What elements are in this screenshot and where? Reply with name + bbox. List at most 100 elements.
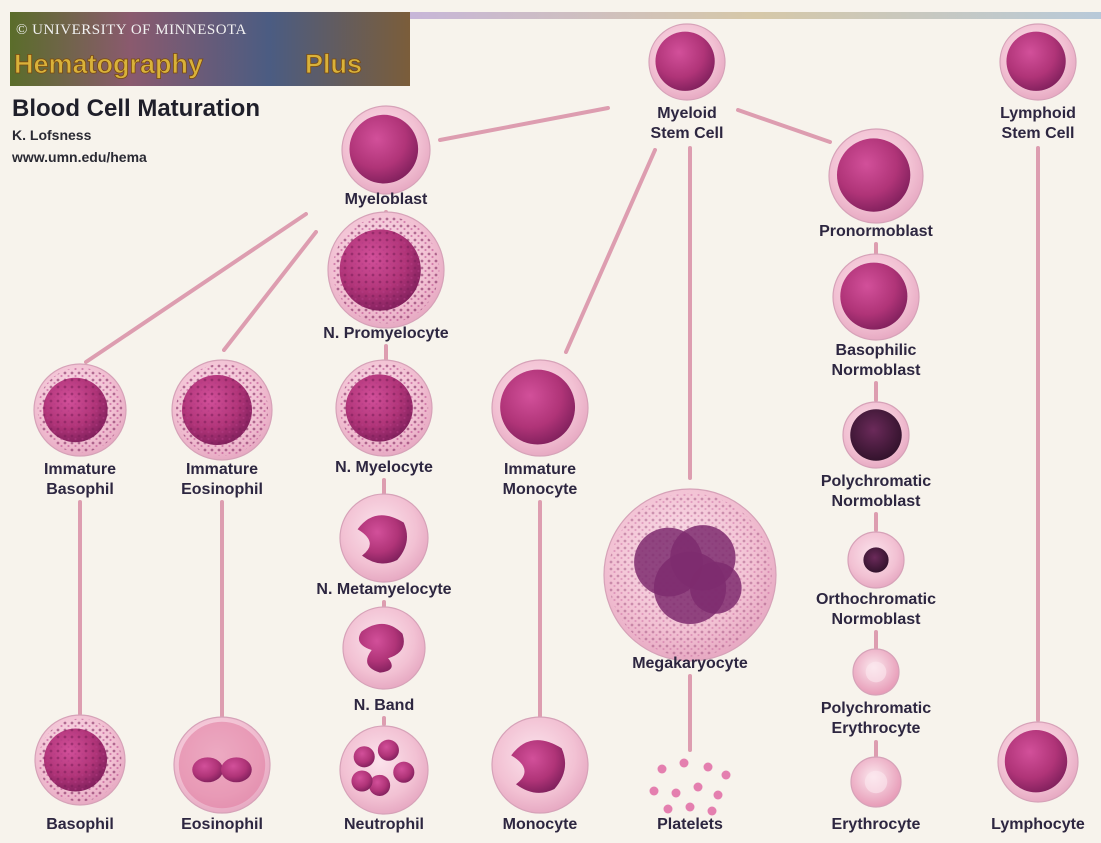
cell-n-metamyelocyte: N. Metamyelocyte (316, 494, 451, 598)
cell-basophilic-normoblast: BasophilicNormoblast (832, 254, 922, 379)
cell-layer: MyeloidStem CellLymphoidStem CellMyelobl… (34, 24, 1085, 833)
platelet-fragment (650, 787, 659, 796)
platelet-fragment (694, 783, 703, 792)
platelet-fragments-icon (650, 759, 731, 816)
cell-basophil: Basophil (35, 715, 125, 833)
platelet-fragment (714, 791, 723, 800)
cell-body (340, 726, 428, 814)
nucleus-lobe (351, 770, 372, 791)
cell-label: Polychromatic (821, 700, 931, 717)
banner-product-suffix: Plus (305, 49, 362, 79)
round-nucleus-cell-icon (342, 106, 430, 194)
cell-n-myelocyte: N. Myelocyte (335, 360, 433, 476)
cell-n-promyelocyte: N. Promyelocyte (323, 212, 448, 342)
cell-granules (179, 722, 265, 808)
cell-granules (333, 217, 440, 324)
platelet-fragment (680, 759, 689, 768)
cell-nucleus (837, 138, 910, 211)
round-nucleus-cell-icon (829, 129, 923, 223)
cell-label: Lymphocyte (991, 816, 1085, 833)
cell-label: Erythrocyte (832, 816, 921, 833)
cell-label: Normoblast (832, 362, 922, 379)
nucleus-lobe (393, 762, 414, 783)
nucleus-lobe (690, 562, 742, 614)
cell-label: Basophil (46, 816, 114, 833)
large-lobed-cell-icon (604, 489, 776, 661)
platelet-fragment (704, 763, 713, 772)
cell-label: Stem Cell (651, 125, 724, 142)
cell-label: Monocyte (503, 481, 578, 498)
cell-label: Stem Cell (1002, 125, 1075, 142)
platelet-fragment (722, 771, 731, 780)
round-nucleus-cell-icon (492, 360, 588, 456)
granular-cell-icon (172, 360, 272, 460)
round-nucleus-cell-icon (833, 254, 919, 340)
anucleate-cell-icon (853, 649, 899, 695)
anucleate-cell-icon (851, 757, 901, 807)
cell-label: Pronormoblast (819, 223, 933, 240)
cell-neutrophil: Neutrophil (340, 726, 428, 833)
cell-label: Lymphoid (1000, 105, 1076, 122)
bilobed-cell-icon (174, 717, 270, 813)
banner-product-name: Hematography (14, 49, 203, 79)
source-url: www.umn.edu/hema (11, 149, 147, 165)
cell-label: N. Metamyelocyte (316, 581, 451, 598)
cell-nucleus (863, 547, 888, 572)
cell-label: Immature (44, 461, 116, 478)
granular-cell-icon (336, 360, 432, 456)
cell-orthochromatic-normoblast: OrthochromaticNormoblast (816, 532, 936, 628)
cell-nucleus (840, 263, 907, 330)
cell-granules (176, 364, 268, 456)
cell-label: Orthochromatic (816, 591, 936, 608)
cell-myeloblast: Myeloblast (342, 106, 430, 208)
cell-nucleus (1005, 730, 1067, 792)
central-pallor (865, 771, 888, 794)
nucleus-lobe (378, 740, 399, 761)
nucleus-lobe (221, 757, 252, 782)
platelet-fragment (658, 765, 667, 774)
cell-label: Myeloblast (345, 191, 428, 208)
cell-label: Myeloid (657, 105, 717, 122)
cell-n-band: N. Band (343, 607, 425, 714)
band-nucleus-cell-icon (343, 607, 425, 689)
cell-label: N. Myelocyte (335, 459, 433, 476)
cell-lymphocyte: Lymphocyte (991, 722, 1085, 833)
connector-myeloid-stem-cell-to-myeloblast (440, 108, 608, 140)
page-title: Blood Cell Maturation (12, 95, 260, 122)
cell-label: Normoblast (832, 493, 922, 510)
nucleus-lobe (369, 775, 390, 796)
platelet-fragment (686, 803, 695, 812)
cell-granules (340, 364, 428, 452)
cell-monocyte: Monocyte (492, 717, 588, 833)
segmented-cell-icon (340, 726, 428, 814)
banner-university: © UNIVERSITY OF MINNESOTA (16, 22, 247, 38)
granular-cell-icon (35, 715, 125, 805)
central-pallor (866, 662, 887, 683)
cell-label: Polychromatic (821, 473, 931, 490)
cell-label: Megakaryocyte (632, 655, 748, 672)
cell-nucleus (500, 370, 575, 445)
cell-label: Immature (186, 461, 258, 478)
platelet-fragment (708, 807, 717, 816)
connector-myeloid-stem-cell-to-pronormoblast (738, 110, 830, 142)
dark-nucleus-cell-icon (843, 402, 909, 468)
cell-label: Erythrocyte (832, 720, 921, 737)
granular-cell-icon (34, 364, 126, 456)
cell-label: N. Band (354, 697, 414, 714)
connector-myeloid-stem-cell-to-immature-monocyte (566, 150, 655, 352)
round-nucleus-cell-icon (998, 722, 1078, 802)
cell-label: Platelets (657, 816, 723, 833)
platelet-fragment (664, 805, 673, 814)
banner: © UNIVERSITY OF MINNESOTA Hematography P… (10, 12, 410, 86)
cell-nucleus (349, 115, 418, 184)
cell-megakaryocyte: Megakaryocyte (604, 489, 776, 672)
cell-granules (39, 719, 122, 802)
round-nucleus-cell-icon (649, 24, 725, 100)
kidney-nucleus-cell-icon (492, 717, 588, 813)
